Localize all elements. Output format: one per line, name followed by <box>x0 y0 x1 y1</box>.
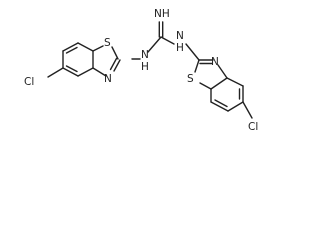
right-c2-to-amine-bond <box>185 43 200 61</box>
left-thiazole-s-c7a-bond <box>92 45 104 52</box>
left-benzene-c4-c3a-bond <box>77 67 94 77</box>
left-thiazole-s-label: S <box>104 37 111 49</box>
left-benzene-c7-c6-inner-bond <box>65 46 78 54</box>
right-benzene-c5-c6-bond <box>227 101 244 112</box>
right-benzene-c3a-c4-bond <box>226 77 244 87</box>
left-thiazole-c2-s-bond <box>111 46 119 60</box>
guanidine-bond-right <box>160 36 175 45</box>
right-chlorine-label: Cl <box>248 121 258 133</box>
left-amine-h-label: H <box>141 61 149 73</box>
left-benzene-c5-cl-bond <box>47 67 64 78</box>
left-benzene-c7a-c7-bond <box>77 42 94 52</box>
left-chlorine-label: Cl <box>24 76 34 88</box>
right-thiazole-s-c7a-bond <box>199 82 212 90</box>
left-thiazole-n-label: N <box>104 73 112 85</box>
left-thiazole-c2-n-bond-a <box>113 59 121 72</box>
chemical-structure-diagram: NH N H N H S N N S Cl Cl <box>24 8 258 133</box>
imine-nh-label: NH <box>154 8 170 20</box>
left-benzene-c5-c4-bond <box>62 67 79 77</box>
right-thiazole-n-label: N <box>211 56 219 68</box>
left-benzene-c7-c6-bond <box>62 42 79 52</box>
right-benzene-c5-cl-bond <box>242 101 253 119</box>
right-thiazole-c2-s-bond <box>194 59 200 73</box>
right-benzene-c3a-c7a-bond <box>210 77 228 90</box>
right-amine-n-label: N <box>176 30 184 42</box>
atom-label-layer: NH N H N H S N N S Cl Cl <box>24 8 258 133</box>
left-amine-n-label: N <box>141 49 149 61</box>
right-amine-h-label: H <box>176 42 184 54</box>
right-thiazole-s-label: S <box>187 73 194 85</box>
left-thiazole-c2-n-bond-b <box>109 57 118 71</box>
right-benzene-c6-c7-bond <box>210 101 229 112</box>
bond-layer <box>47 21 253 119</box>
right-thiazole-n-c3a-bond <box>217 64 228 79</box>
left-benzene-c5-c4-inner-bond <box>65 65 78 73</box>
right-benzene-c6-c7-inner-bond <box>214 99 228 108</box>
guanidine-bond-left <box>147 36 162 53</box>
left-thiazole-n-c3a-bond <box>92 67 107 77</box>
